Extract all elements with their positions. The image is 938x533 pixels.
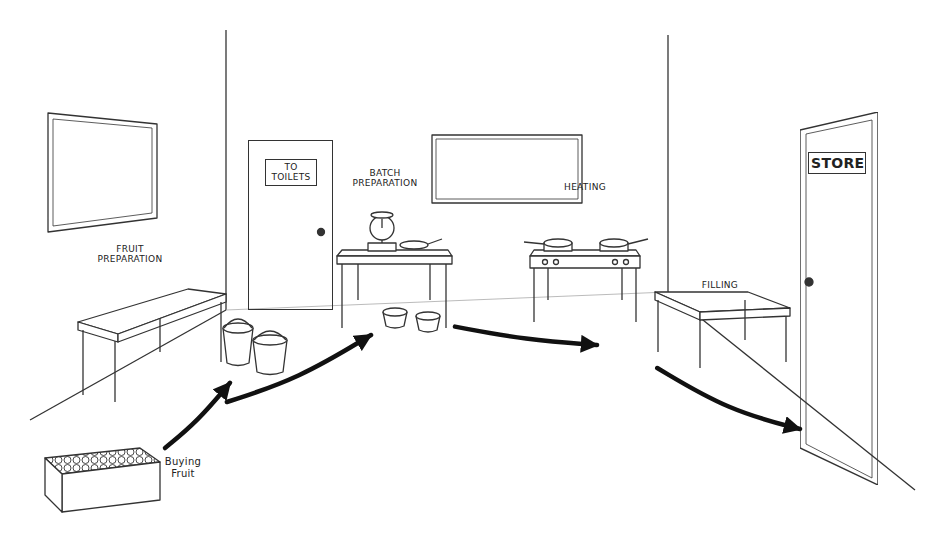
table-edge	[655, 292, 700, 320]
fruit-crate	[62, 462, 160, 512]
stove-body	[530, 256, 640, 268]
door: TO TOILETS	[248, 140, 333, 310]
table-edge	[118, 294, 226, 342]
table-leg	[533, 268, 534, 322]
door-sign: STORE	[808, 152, 866, 174]
wall-board	[432, 135, 582, 203]
station-label: FRUIT PREPARATION	[90, 244, 170, 265]
scale-base	[368, 243, 396, 251]
floor-edge	[226, 292, 668, 310]
scale-pan	[371, 212, 393, 218]
cooking-pot	[544, 239, 572, 247]
table-leg	[429, 264, 430, 300]
station-label: FILLING	[690, 280, 750, 290]
work-station: FILLING	[650, 280, 795, 368]
table-leg	[657, 300, 658, 352]
station-label: Buying Fruit	[161, 456, 205, 479]
work-station: Buying Fruit	[45, 448, 205, 510]
door-panel	[806, 120, 872, 478]
pot-handle	[628, 239, 648, 244]
table-leg	[547, 268, 548, 300]
table-edge	[78, 322, 118, 342]
stove-knob	[554, 260, 559, 265]
door-outline	[800, 112, 878, 485]
pot-handle	[524, 242, 544, 244]
bucket-handle	[254, 331, 286, 340]
scale-needle	[381, 219, 382, 228]
station-label: BATCH PREPARATION	[345, 168, 425, 189]
work-station: HEATING	[525, 178, 645, 345]
work-station: BATCH PREPARATION	[335, 168, 455, 335]
cooking-pot	[600, 239, 628, 247]
bucket	[416, 312, 440, 320]
table-leg	[82, 330, 83, 395]
door-sign: TO TOILETS	[265, 159, 317, 186]
table-leg	[621, 268, 622, 300]
wall-board	[53, 119, 152, 226]
door: STORE	[800, 112, 878, 485]
work-station: FRUIT PREPARATION	[75, 242, 230, 402]
table-leg	[220, 302, 221, 362]
table-leg	[114, 341, 115, 402]
stove-knob	[624, 260, 629, 265]
wall-corner	[667, 35, 668, 292]
wall-board	[436, 139, 578, 199]
stove-knob	[613, 260, 618, 265]
station-label: HEATING	[550, 182, 620, 192]
table-leg	[635, 268, 636, 322]
door-knob	[318, 229, 325, 236]
bucket-handle	[224, 319, 252, 328]
bucket	[383, 308, 407, 316]
table-leg	[357, 264, 358, 300]
table-leg	[785, 316, 786, 362]
table-leg	[744, 300, 745, 340]
wall-board	[48, 113, 157, 232]
table-edge	[337, 256, 452, 264]
scale-dial	[370, 216, 394, 240]
flow-arrow	[165, 383, 230, 448]
table-leg	[159, 318, 160, 352]
table-leg	[341, 264, 342, 328]
pan	[400, 241, 428, 249]
stove-knob	[543, 260, 548, 265]
wall-corner	[225, 30, 226, 310]
flow-arrow	[455, 327, 597, 345]
pan-handle	[428, 239, 442, 244]
table-leg	[699, 320, 700, 368]
flow-arrow	[657, 368, 800, 429]
table-leg	[445, 264, 446, 328]
flow-arrow	[227, 335, 371, 402]
fruit-crate	[45, 458, 62, 512]
